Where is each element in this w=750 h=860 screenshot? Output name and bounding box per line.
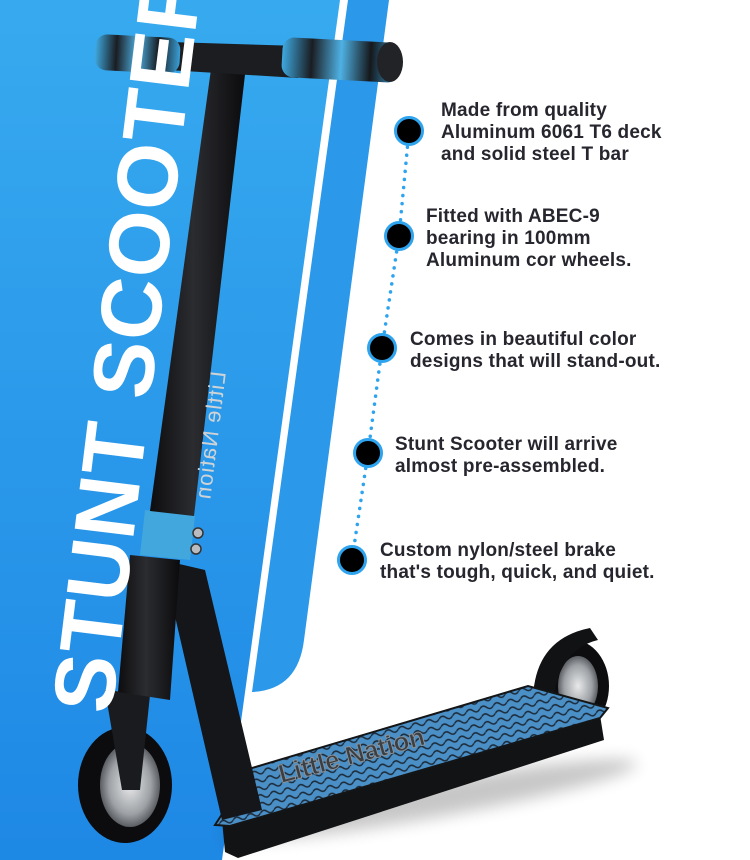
bullet-icon (367, 333, 397, 363)
bullet-icon (337, 545, 367, 575)
feature-line: bearing in 100mm (426, 228, 591, 249)
feature-item: Comes in beautiful color designs that wi… (410, 329, 661, 373)
bullet-icon (394, 116, 424, 146)
feature-line: Stunt Scooter will arrive (395, 434, 618, 455)
down-tube (162, 560, 262, 820)
t-bar-stem (150, 62, 246, 516)
feature-line: Fitted with ABEC-9 (426, 206, 600, 227)
bullet-icon (384, 221, 414, 251)
handlebar-icon (94, 34, 403, 83)
feature-line: and solid steel T bar (441, 144, 629, 165)
feature-line: almost pre-assembled. (395, 456, 606, 477)
feature-line: Aluminum cor wheels. (426, 250, 632, 271)
feature-item: Made from quality Aluminum 6061 T6 deck … (441, 100, 662, 166)
front-wheel-icon (78, 690, 172, 843)
feature-line: that's tough, quick, and quiet. (380, 562, 655, 583)
feature-item: Stunt Scooter will arrive almost pre-ass… (395, 434, 618, 478)
blue-accent-stripe (252, 0, 389, 692)
feature-item: Fitted with ABEC-9 bearing in 100mm Alum… (426, 206, 632, 272)
feature-item: Custom nylon/steel brake that's tough, q… (380, 540, 655, 584)
clamp (140, 510, 195, 560)
feature-line: Custom nylon/steel brake (380, 540, 617, 561)
feature-line: designs that will stand-out. (410, 351, 661, 372)
bullet-icon (353, 438, 383, 468)
feature-line: Comes in beautiful color (410, 329, 637, 350)
feature-line: Made from quality (441, 100, 607, 121)
head-tube (118, 555, 180, 700)
feature-line: Aluminum 6061 T6 deck (441, 122, 662, 143)
